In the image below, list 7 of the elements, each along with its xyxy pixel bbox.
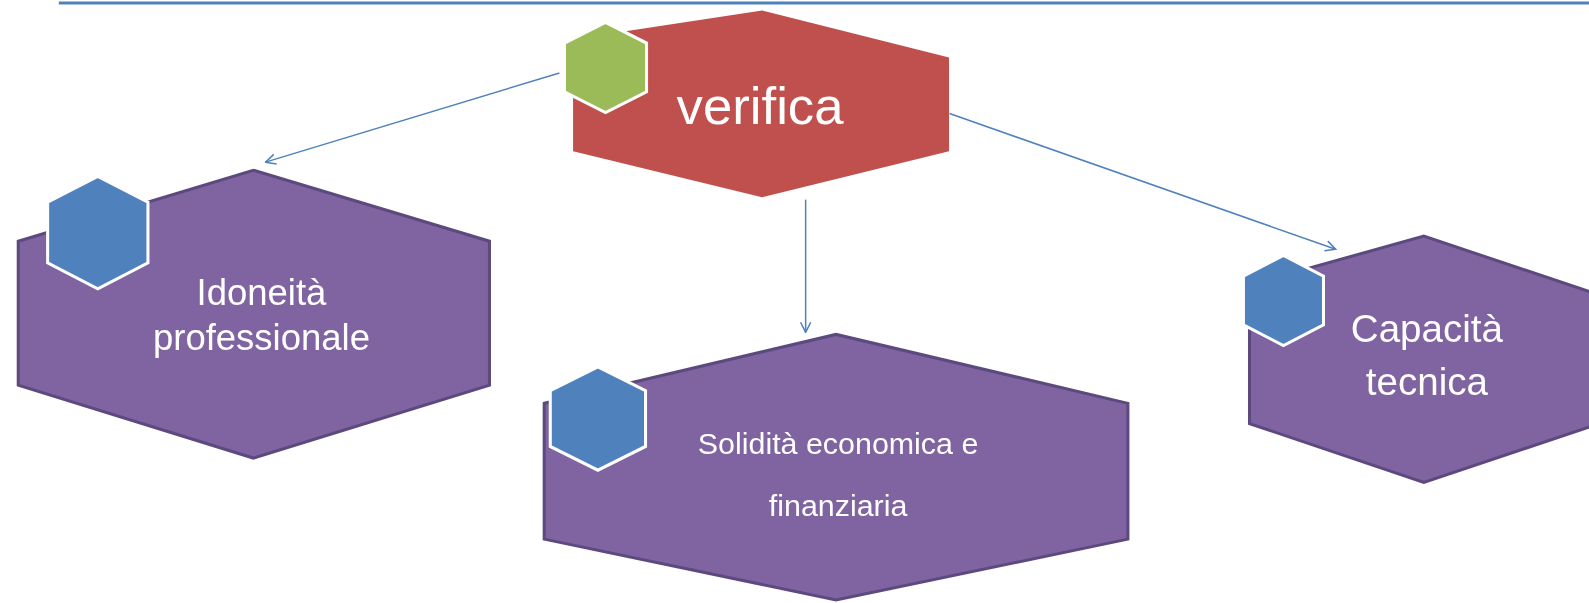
arrow [799,198,812,334]
node-label: Idoneità professionale [151,270,371,360]
arrow [264,72,561,165]
node-label: Solidità economica e finanziaria [696,425,980,524]
node-label: verifica [675,75,845,138]
arrow [948,112,1337,252]
node-label: Capacità tecnica [1349,305,1504,406]
